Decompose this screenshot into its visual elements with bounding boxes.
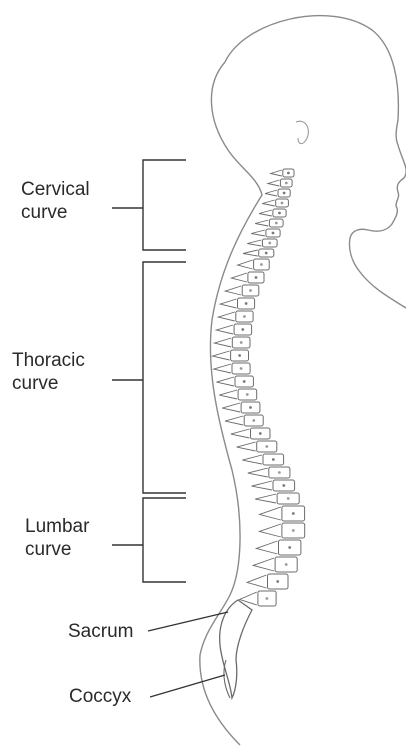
vertebra-process [255,494,276,503]
vertebra-process [247,240,261,246]
vertebra-texture [292,529,295,532]
vertebra-process [214,338,231,347]
vertebra-texture [272,458,275,461]
vertebra-texture [287,497,290,500]
vertebra-process [219,390,237,399]
vertebra-texture [292,512,295,515]
vertebra-texture [266,597,269,600]
vertebra-process [247,575,266,588]
vertebra-texture [278,471,281,474]
vertebra-process [231,273,247,282]
vertebra-process [268,180,280,186]
vertebra-process [222,403,240,412]
label-sacrum: Sacrum [68,620,133,643]
vertebra-texture [243,380,246,383]
label-cervical-line1: Cervical [21,178,90,201]
vertebra-texture [288,546,291,549]
vertebra-texture [255,276,258,279]
vertebra-texture [268,242,271,245]
vertebra-process [225,286,241,295]
vertebra-process [220,299,236,308]
vertebra-texture [278,212,281,215]
vertebra-process [265,190,277,196]
label-coccyx: Coccyx [69,685,131,708]
vertebra-process [255,220,268,226]
vertebra-texture [252,419,255,422]
vertebra-texture [287,172,290,175]
vertebra-process [243,250,258,256]
body-front-outline [225,16,406,308]
ear-icon [296,121,308,143]
sacrum-leader [148,612,228,631]
vertebra-texture [285,563,288,566]
vertebra-texture [240,367,243,370]
vertebra-texture [246,393,249,396]
label-thoracic-line1: Thoracic [12,349,85,372]
vertebra-process [238,260,253,269]
vertebra-process [231,429,250,438]
vertebra-process [252,481,273,490]
vertebra-process [271,170,282,176]
vertebra-process [218,312,235,321]
bracket-thoracic [112,262,186,493]
vertebra-texture [265,252,268,255]
coccyx-leader [150,675,225,697]
vertebra-texture [260,263,263,266]
coccyx-shape [224,660,230,698]
vertebra-texture [265,445,268,448]
label-lumbar-line1: Lumbar [25,515,89,538]
vertebra-texture [275,222,278,225]
vertebra-process [217,377,235,386]
label-thoracic-curve: Thoracic curve [12,349,85,395]
label-lumbar-line2: curve [25,538,89,561]
vertebra-process [260,507,281,520]
vertebra-process [216,325,233,334]
vertebra-texture [276,580,279,583]
vertebra-process [214,364,231,373]
vertebra-texture [238,354,241,357]
vertebra-texture [243,315,246,318]
label-thoracic-line2: curve [12,372,85,395]
vertebra-texture [249,406,252,409]
vertebra-process [242,455,262,464]
vertebra-process [256,541,277,554]
vertebra-texture [249,289,252,292]
vertebra-process [262,200,274,206]
vertebra-texture [245,302,248,305]
vertebra-process [248,468,268,477]
vertebra-texture [259,432,262,435]
vertebra-texture [283,192,286,195]
vertebra-texture [241,328,244,331]
vertebra-process [225,416,243,425]
vertebra-process [251,230,265,236]
vertebra-texture [272,232,275,235]
bracket-lumbar [112,498,186,582]
label-cervical-line2: curve [21,201,90,224]
bracket-cervical [112,160,186,250]
vertebra-texture [285,182,288,185]
vertebra-process [253,558,274,571]
back-outline [200,62,262,745]
vertebra-process [259,210,272,216]
vertebra-process [259,524,281,537]
vertebra-process [213,351,230,360]
label-cervical-curve: Cervical curve [21,178,90,224]
vertebra-texture [282,484,285,487]
vertebra-texture [281,202,284,205]
label-lumbar-curve: Lumbar curve [25,515,89,561]
vertebra-texture [240,341,243,344]
vertebral-column [213,169,305,606]
vertebra-process [237,442,256,451]
